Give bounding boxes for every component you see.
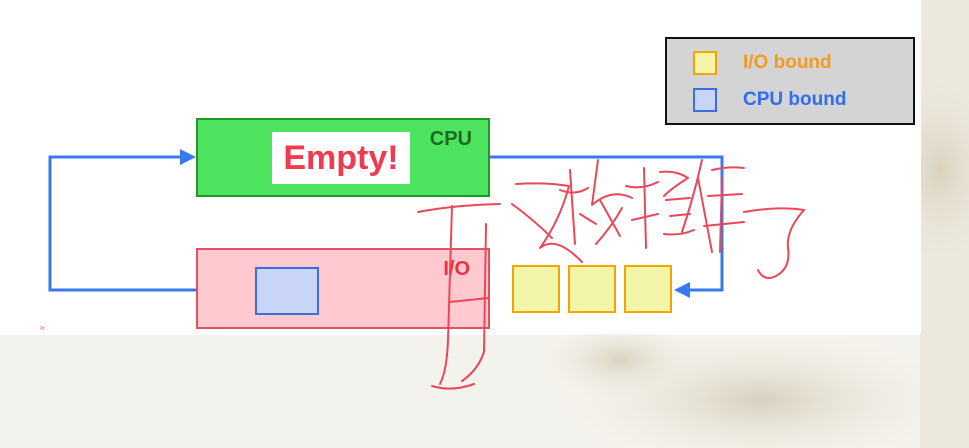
cpu-bound-swatch [693, 88, 717, 112]
io-bound-swatch [693, 51, 717, 75]
io-box: I/O [196, 248, 490, 329]
cpu-label: CPU [429, 128, 472, 150]
cpu-status-text: Empty! [283, 138, 399, 177]
arrow-io-to-cpu [48, 155, 196, 292]
io-cpu-bound-process [255, 267, 319, 315]
arrow-head-queue [674, 282, 690, 298]
corner-mark: ≈ [40, 323, 45, 333]
queue-io-process-2 [568, 265, 616, 313]
cpu-status-box: Empty! [272, 132, 410, 184]
arrow-head-cpu [180, 149, 196, 165]
legend-item-io-bound: I/O bound [693, 49, 832, 77]
legend-label-cpu-bound: CPU bound [743, 89, 847, 110]
flow-arrows [48, 155, 724, 292]
cpu-box: CPU Empty! [196, 118, 490, 197]
legend-label-io-bound: I/O bound [743, 52, 832, 73]
queue-io-process-1 [512, 265, 560, 313]
queue-io-process-3 [624, 265, 672, 313]
handwritten-annotation [417, 159, 805, 390]
legend-item-cpu-bound: CPU bound [693, 86, 846, 114]
legend: I/O bound CPU bound [665, 37, 915, 125]
